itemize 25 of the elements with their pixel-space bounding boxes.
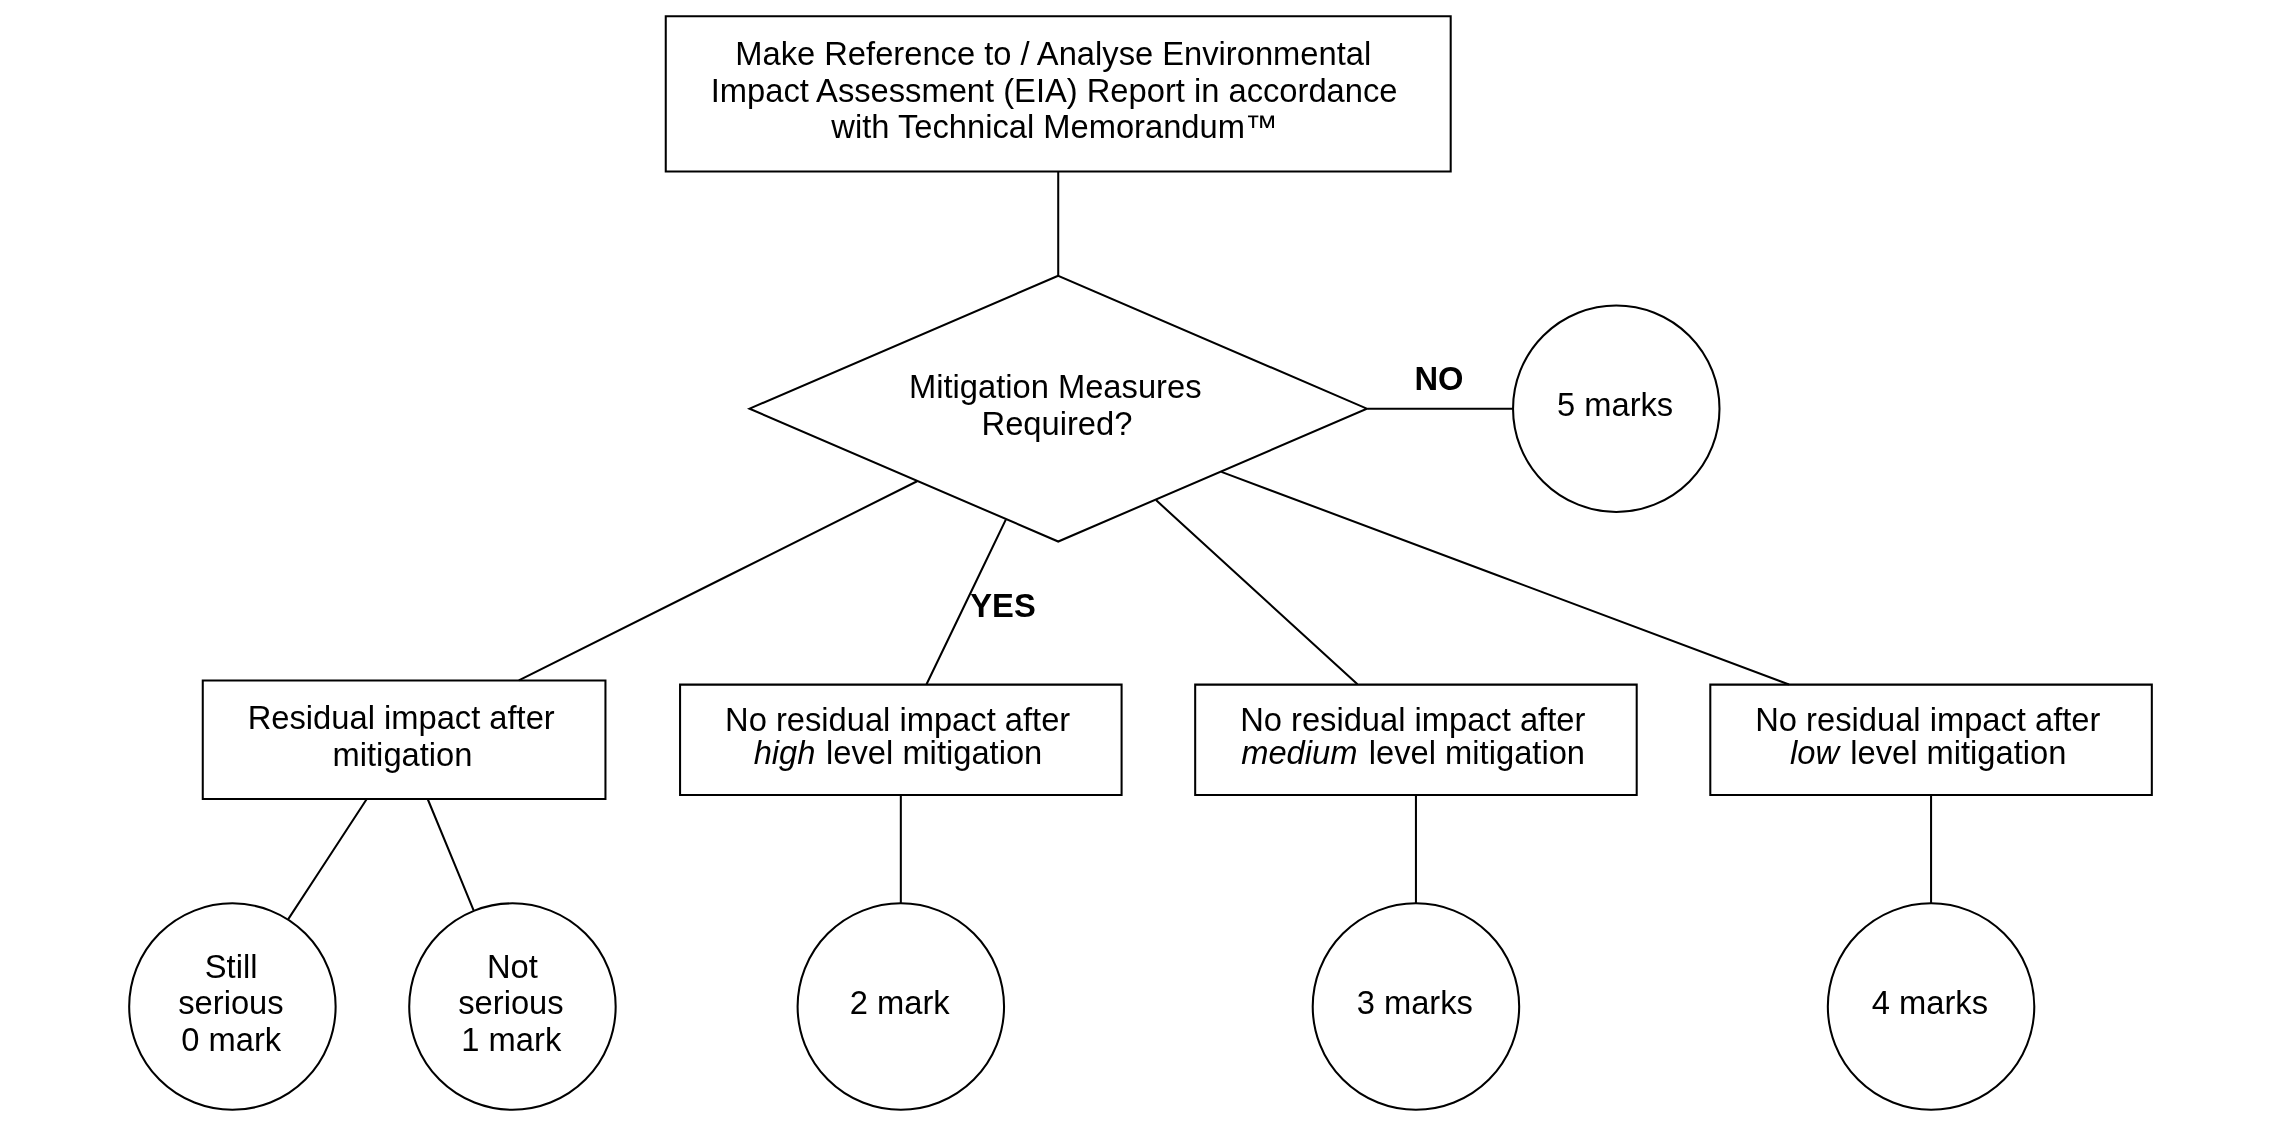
node-circle: 3 marks — [1311, 902, 1520, 1111]
node-box: No residual impact after medium level mitigation — [1193, 683, 1638, 797]
node-circle: Still serious 0 mark — [127, 902, 337, 1111]
connector — [1414, 795, 1417, 904]
connector — [1154, 499, 1358, 686]
connector — [1929, 795, 1932, 904]
connector — [899, 795, 902, 904]
node-box: Make Reference to / Analyse Environmental Impact Assessment (EIA) Report in accordance with Technical Memorandum™ — [664, 15, 1452, 173]
node-box: No residual impact after low level mitigation — [1708, 683, 2153, 797]
connector — [1366, 407, 1513, 410]
connector — [517, 480, 918, 682]
connector — [426, 799, 475, 911]
node-circle: Not serious 1 mark — [407, 902, 617, 1111]
edge-label: NO — [1413, 359, 1463, 397]
connector — [1220, 470, 1789, 686]
node-box: No residual impact after high level mitigation — [678, 683, 1123, 797]
connector — [1056, 171, 1059, 276]
node-circle: 5 marks — [1511, 304, 1720, 513]
node-box: Residual impact after mitigation — [201, 679, 606, 801]
edge-label: YES — [969, 586, 1036, 624]
node-diamond: Mitigation Measures Required? — [746, 274, 1369, 543]
node-circle: 4 marks — [1826, 902, 2035, 1111]
connector — [925, 519, 1007, 685]
connector — [286, 798, 367, 920]
node-circle: 2 mark — [796, 902, 1005, 1111]
